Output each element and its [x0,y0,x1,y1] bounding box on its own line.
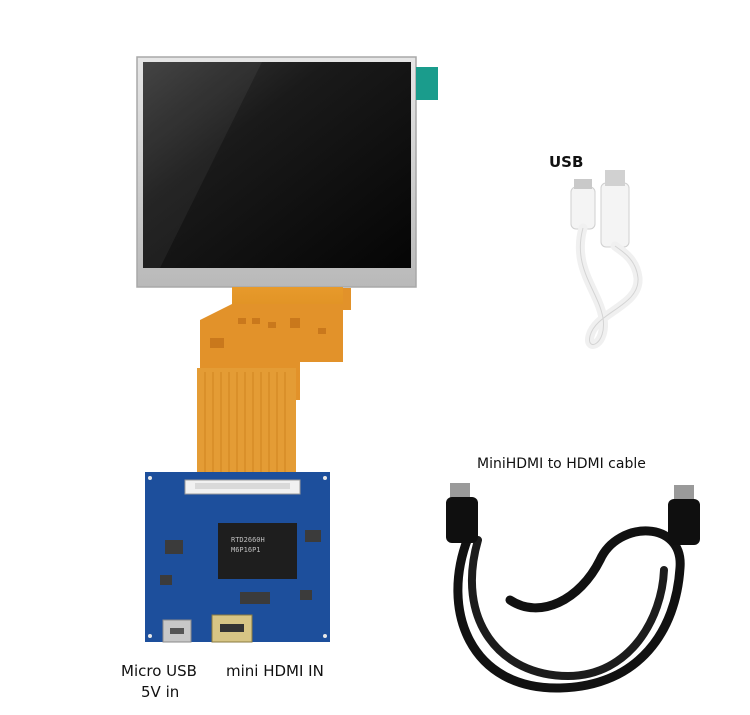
micro-usb-port [162,619,192,643]
usb-label: USB [549,153,584,171]
chip-model-text: RTD2660H [231,536,265,544]
controller-chip: RTD2660H M6P16P1 [218,523,297,579]
chip-code-text: M6P16P1 [231,546,261,554]
hdmi-cable [446,483,700,693]
driver-board: RTD2660H M6P16P1 [145,472,330,643]
micro-usb-label: Micro USB [121,662,197,680]
mini-hdmi-port [211,614,253,643]
hdmi-plug-right [668,485,700,545]
hdmi-plug-left [446,483,478,543]
lcd-panel [136,56,438,288]
hdmi-cable-label: MiniHDMI to HDMI cable [477,456,646,472]
mini-hdmi-label: mini HDMI IN [226,662,324,680]
power-input-label: 5V in [141,683,180,701]
usb-cable [570,170,643,349]
flex-cable [197,287,351,476]
